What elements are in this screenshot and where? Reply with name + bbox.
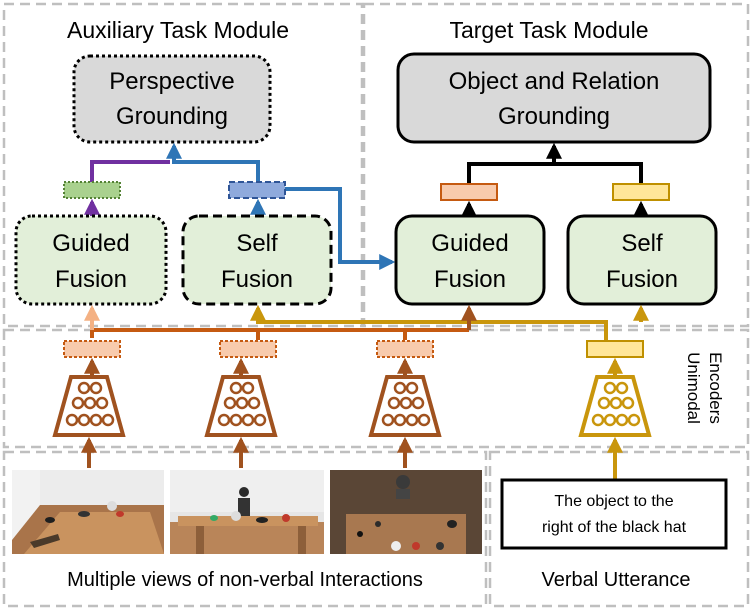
encoder-up-arrows xyxy=(84,357,623,376)
aux-guided-feature-block xyxy=(63,181,121,199)
perspective-grounding-box xyxy=(72,54,272,144)
target-self-fusion-box xyxy=(566,214,718,306)
aux-guided-fusion-line2: Fusion xyxy=(55,266,127,293)
encoder-feature-blocks xyxy=(63,340,644,358)
target-frame xyxy=(362,2,750,328)
unimodal-encoders-label: Unimodal Encoders xyxy=(684,352,725,424)
aux-self-fusion-box xyxy=(181,214,333,306)
encoder-2-network-icon xyxy=(204,375,278,437)
encoder-3-feature-block xyxy=(376,340,434,358)
target-guided-feature-block xyxy=(440,183,498,201)
aux-guided-fusion-line1: Guided xyxy=(52,230,129,257)
aux-self-to-target-guided-connector xyxy=(284,187,396,270)
aux-guided-fusion-box xyxy=(14,214,168,306)
object-relation-line1: Object and Relation xyxy=(449,68,660,95)
target-guided-fusion-box xyxy=(394,214,546,306)
input-arrows xyxy=(81,436,623,480)
encoder-3-network-icon xyxy=(368,375,442,437)
encoder-1-feature-block xyxy=(63,340,121,358)
object-relation-line2: Grounding xyxy=(498,103,610,130)
target-self-fusion-line1: Self xyxy=(621,230,663,257)
scene-view-3-image xyxy=(330,470,482,554)
scene-view-1-image xyxy=(12,470,164,554)
unimodal-label-line1: Unimodal xyxy=(684,352,703,424)
target-guided-fusion-line1: Guided xyxy=(431,230,508,257)
unimodal-label-line2: Encoders xyxy=(706,352,725,424)
encoder-1-network-icon xyxy=(52,375,126,437)
perspective-grounding-line2: Grounding xyxy=(116,103,228,130)
views-caption: Multiple views of non-verbal Interaction… xyxy=(67,569,423,591)
target-to-head-connector xyxy=(467,162,643,184)
encoder-4-feature-block xyxy=(586,340,644,358)
perspective-grounding-line1: Perspective xyxy=(109,68,234,95)
scene-view-2-image xyxy=(170,470,324,554)
utterance-caption: Verbal Utterance xyxy=(542,569,691,591)
aux-self-to-head-connector xyxy=(166,142,260,182)
encoder-bus xyxy=(84,304,649,340)
encoder-2-feature-block xyxy=(219,340,277,358)
utterance-line2: right of the black hat xyxy=(542,519,687,536)
verbal-bus-line xyxy=(250,304,608,338)
auxiliary-title: Auxiliary Task Module xyxy=(67,17,289,43)
auxiliary-frame xyxy=(2,2,364,328)
aux-self-feature-block xyxy=(228,181,286,199)
aux-guided-to-head-connector xyxy=(90,160,170,182)
object-relation-grounding-box xyxy=(396,52,712,144)
utterance-box xyxy=(500,478,728,550)
encoder-4-network-icon xyxy=(578,375,652,437)
aux-self-fusion-line2: Fusion xyxy=(221,266,293,293)
target-guided-fusion-line2: Fusion xyxy=(434,266,506,293)
target-title: Target Task Module xyxy=(449,17,648,43)
target-self-fusion-line2: Fusion xyxy=(606,266,678,293)
target-self-feature-block xyxy=(612,183,670,201)
aux-self-fusion-line1: Self xyxy=(236,230,278,257)
utterance-line1: The object to the xyxy=(554,493,673,510)
view-bus-line xyxy=(90,328,469,338)
